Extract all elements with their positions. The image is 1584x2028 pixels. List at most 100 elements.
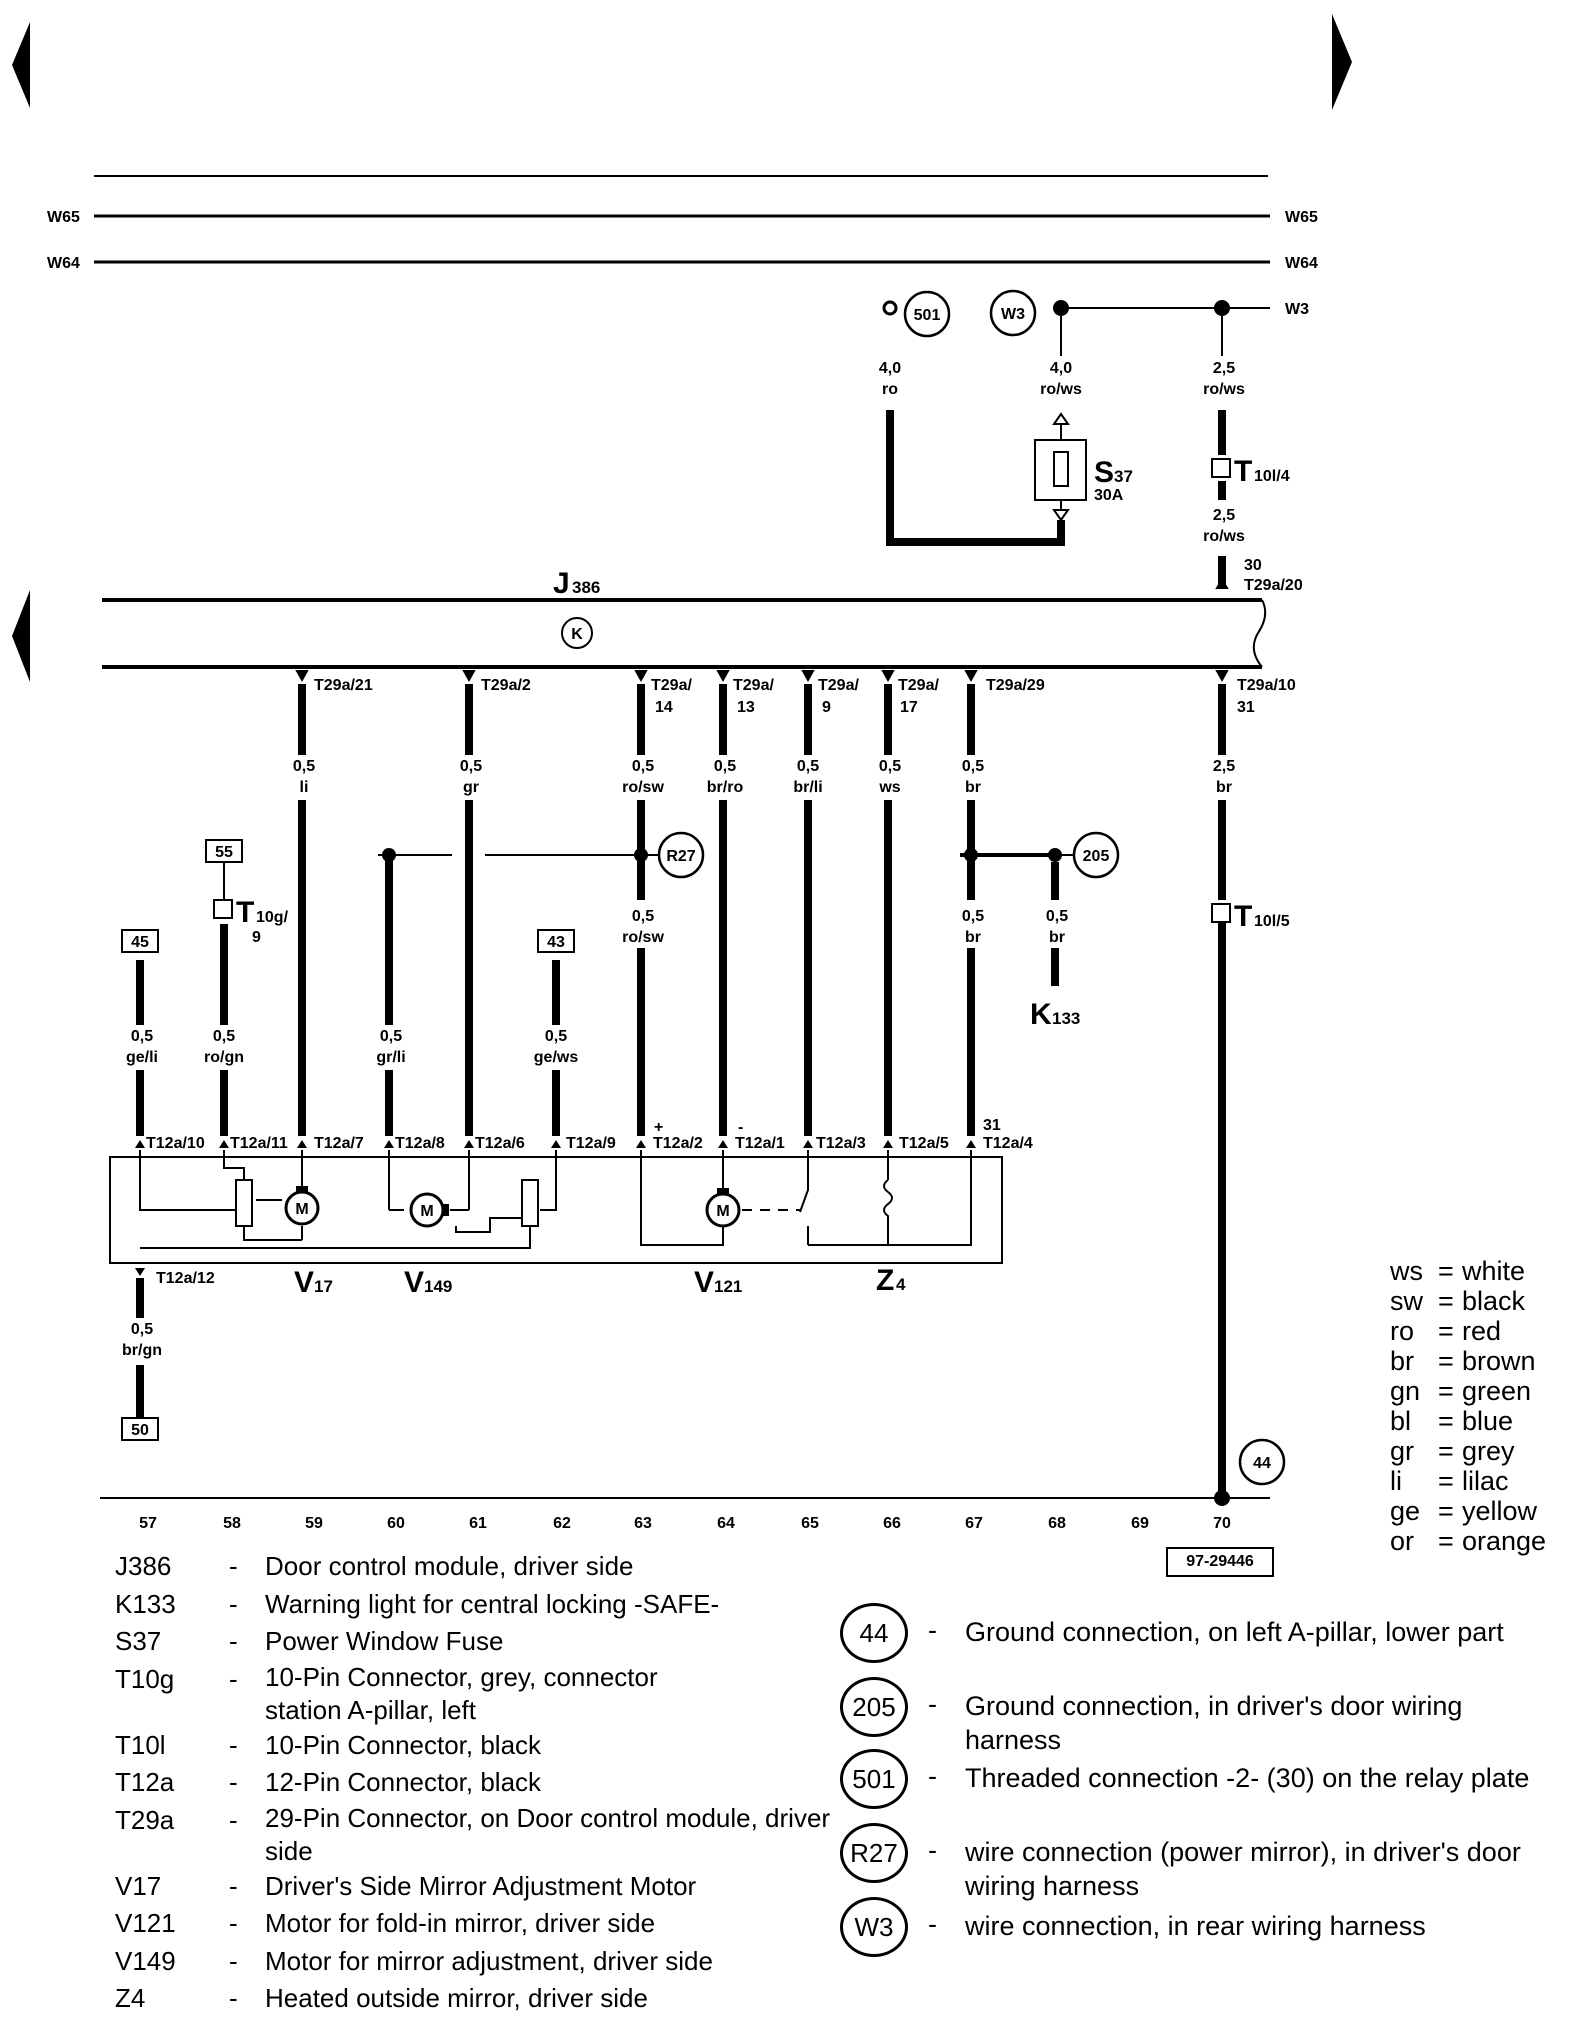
legend-dash: - — [229, 1626, 238, 1656]
fuse-s37-element — [1053, 451, 1069, 487]
color-name: green — [1462, 1376, 1532, 1406]
heater-element — [883, 1179, 893, 1222]
wire-205-left-size: 0,5 — [962, 908, 984, 925]
node-r27 — [657, 831, 705, 879]
w3-rail-label: W3 — [1285, 301, 1309, 318]
legend-code: K133 — [115, 1588, 176, 1619]
pin-label-t29a-21: T29a/21 — [314, 677, 373, 694]
legend-code: T10l — [115, 1729, 166, 1760]
ref-box-43-label: 43 — [547, 934, 565, 951]
wire-k133-color: br — [1049, 929, 1065, 946]
connector-t10g-sub: 10g/ — [256, 909, 289, 926]
wire-w3-color: ro/ws — [1040, 381, 1082, 398]
motor-v17-cap — [296, 1186, 308, 1192]
z4-name: Z — [876, 1264, 894, 1297]
color-eq: = — [1438, 1256, 1454, 1286]
t12a-pin-9: T12a/9 — [566, 1135, 616, 1152]
color-abbr: br — [1390, 1346, 1415, 1376]
node-w3-label: W3 — [1001, 306, 1025, 323]
ground-desc: wire connection (power mirror), in drive… — [965, 1837, 1521, 1901]
connector-t10l4-name: T — [1234, 455, 1252, 488]
wire-ro-sw-size: 0,5 — [632, 758, 654, 775]
legend-code: J386 — [115, 1551, 172, 1581]
wire-ge-ws-size: 0,5 — [545, 1028, 567, 1045]
legend-code: T29a — [115, 1804, 175, 1835]
terminal-501-dot — [882, 300, 898, 316]
grid-63: 63 — [634, 1515, 652, 1532]
ref-box-45 — [121, 929, 159, 953]
color-eq: = — [1438, 1406, 1454, 1436]
t12a-pin-5: T12a/5 — [899, 1135, 949, 1152]
wire-501-color: ro — [882, 381, 898, 398]
j386-break-mark — [1252, 599, 1267, 668]
motor-v149-label: M — [420, 1203, 433, 1220]
int-z4-left — [799, 1150, 809, 1213]
grid-66: 66 — [883, 1515, 901, 1532]
legend-code: T10g — [115, 1663, 175, 1694]
t12a-arrows — [135, 1140, 976, 1276]
t12a-arrow-8 — [384, 1140, 394, 1148]
ground-dash: - — [928, 1761, 937, 1791]
grid-59: 59 — [305, 1515, 323, 1532]
legend-dash: - — [229, 1908, 238, 1938]
legend-dash: - — [229, 1551, 238, 1581]
wire-br-color: br — [965, 779, 981, 796]
legend-code: V149 — [115, 1945, 176, 1976]
legend-desc: Power Window Fuse — [265, 1626, 504, 1656]
t12a-pin-3: T12a/3 — [816, 1135, 866, 1152]
legend-row-t10l: T10l-10-Pin Connector, black — [115, 1727, 815, 1765]
color-abbr: ro — [1390, 1316, 1415, 1346]
node-44 — [1238, 1438, 1286, 1486]
legend-code: T12a — [115, 1767, 175, 1797]
t12a-arrow-9 — [551, 1140, 561, 1148]
node-205-label: 205 — [1083, 848, 1110, 865]
wire-ge-li-size: 0,5 — [131, 1028, 153, 1045]
wire-br-gn-size: 0,5 — [131, 1321, 153, 1338]
color-abbr: or — [1390, 1526, 1415, 1556]
color-name: white — [1462, 1256, 1526, 1286]
t12a-arrow-3 — [803, 1140, 813, 1148]
legend-desc: Door control module, driver side — [265, 1551, 634, 1581]
wire-ro-gn-size: 0,5 — [213, 1028, 235, 1045]
connector-t10g-name: T — [236, 896, 254, 929]
t12a-arrow-4 — [966, 1140, 976, 1148]
int-z4-bus — [808, 1150, 972, 1246]
connector-t10l5-name: T — [1234, 900, 1252, 933]
pin-arrow-t29a-10 — [1215, 670, 1229, 683]
potentiometer-left — [235, 1179, 253, 1227]
rail-w64-right-label: W64 — [1285, 255, 1318, 272]
v149-name: V — [404, 1266, 424, 1299]
ground-desc: Ground connection, on left A-pillar, low… — [965, 1617, 1504, 1647]
terminal-30-pin: 30 — [1244, 557, 1262, 574]
grid-58: 58 — [223, 1515, 241, 1532]
legend-desc: Driver's Side Mirror Adjustment Motor — [265, 1870, 697, 1901]
legend-row-t12a: T12a-12-Pin Connector, black — [115, 1764, 815, 1802]
legend-desc: Motor for mirror adjustment, driver side — [265, 1945, 713, 1976]
connector-t10g-sub2: 9 — [252, 929, 261, 946]
legend-dash: - — [229, 1767, 238, 1797]
ground-desc: Ground connection, in driver's door wiri… — [965, 1691, 1463, 1755]
wire-ws-size: 0,5 — [879, 758, 901, 775]
t12a-arrow-2 — [636, 1140, 646, 1148]
int-ge-ws — [540, 1150, 557, 1211]
prev-diagram-arrow[interactable] — [12, 590, 30, 682]
wire-501-size: 4,0 — [879, 360, 901, 377]
wire-br-size: 0,5 — [962, 758, 984, 775]
wire-br-gn-color: br/gn — [122, 1342, 162, 1359]
pin-arrow-t29a-29 — [964, 670, 978, 683]
connector-t10l4-icon — [1211, 458, 1231, 478]
mirror-internals — [139, 1150, 972, 1249]
v17-name: V — [294, 1266, 314, 1299]
ground-circle: 501 — [840, 1749, 908, 1809]
pin-label-t29a-10-b: 31 — [1237, 699, 1255, 716]
grid-57: 57 — [139, 1515, 157, 1532]
pin-arrow-t29a-9 — [801, 670, 815, 683]
connector-t10l5-icon — [1211, 903, 1231, 923]
wire-205-left-color: br — [965, 929, 981, 946]
ground-circle: 44 — [840, 1603, 908, 1663]
ref-box-43 — [537, 929, 575, 953]
wire-t10l4-top-size: 2,5 — [1213, 360, 1235, 377]
next-page-arrow[interactable] — [1332, 14, 1352, 110]
legend-row-t29a: T29a-29-Pin Connector, on Door control m… — [115, 1802, 830, 1868]
prev-page-arrow[interactable] — [12, 22, 30, 108]
